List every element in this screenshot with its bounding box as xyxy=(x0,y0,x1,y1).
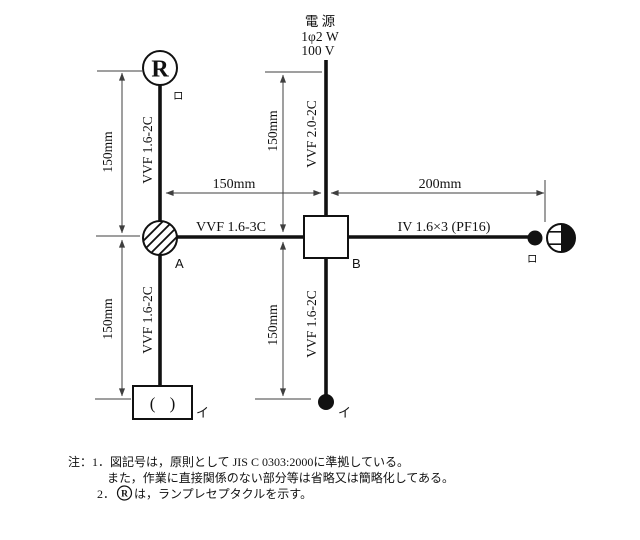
lamp-receptacle-circle xyxy=(142,50,178,86)
ceiling-light-rect xyxy=(132,385,193,420)
box-b-label: B xyxy=(352,256,361,271)
cable-label-b-to-switch: VVF 1.6-2C xyxy=(304,290,319,358)
dim-label-a-to-ceiling: 150mm xyxy=(100,298,115,340)
ceiling-light-icon: ( ) xyxy=(132,385,193,420)
outlet-box-b-icon xyxy=(303,215,349,259)
cable-label-b-to-outlet: IV 1.6×3 (PF16) xyxy=(398,220,491,235)
note-line3-suffix: は，ランプレセプタクルを示す。 xyxy=(134,487,312,501)
cable-label-source-to-b: VVF 2.0-2C xyxy=(304,100,319,168)
wall-outlet-fill xyxy=(561,224,575,252)
power-line2: 1φ2 W xyxy=(301,29,339,44)
note-line2: また，作業に直接関係のない部分等は省略又は簡略化してある。 xyxy=(107,470,454,485)
dim-label-b-to-outlet: 200mm xyxy=(419,177,462,192)
note-line3-symbol: R xyxy=(121,490,128,500)
lamp-receptacle-icon: R xyxy=(142,50,178,86)
cable-label-a-to-ceiling: VVF 1.6-2C xyxy=(140,286,155,354)
switch-ro-circuit-label: ロ xyxy=(527,253,538,265)
ceiling-light-circuit-label: イ xyxy=(196,405,209,420)
symbols: R ( ) xyxy=(132,50,576,420)
lamp-receptacle-letter: R xyxy=(151,57,169,83)
dim-label-a-to-b: 150mm xyxy=(213,177,256,192)
switch-i-circuit-label: イ xyxy=(338,405,351,420)
dim-label-source-to-b: 150mm xyxy=(265,110,280,152)
cable-label-a-to-b: VVF 1.6-3C xyxy=(196,220,266,235)
dim-label-r-to-a: 150mm xyxy=(100,131,115,173)
joint-box-a-circle xyxy=(142,220,178,256)
footnotes: 注：1．図記号は，原則として JIS C 0303:2000に準拠している。 ま… xyxy=(68,454,454,501)
power-source-label: 電 源 1φ2 W 100 V xyxy=(301,14,339,58)
circled-r-icon: R xyxy=(116,485,133,501)
cable-label-r-to-a: VVF 1.6-2C xyxy=(140,116,155,184)
switch-i-icon xyxy=(318,394,334,410)
box-a-label: A xyxy=(175,256,184,271)
switch-ro-icon xyxy=(527,230,543,246)
power-line1: 電 源 xyxy=(305,14,336,29)
note-line3-prefix: 2． xyxy=(97,487,115,501)
note-line1: 注：1．図記号は，原則として JIS C 0303:2000に準拠している。 xyxy=(68,454,409,469)
lamp-receptacle-circuit-label: ロ xyxy=(173,90,184,102)
wall-outlet-icon xyxy=(546,223,576,253)
dimension-lines xyxy=(95,70,546,400)
ceiling-light-glyph: ( ) xyxy=(150,394,181,413)
power-line3: 100 V xyxy=(301,43,334,58)
joint-box-a-icon xyxy=(142,220,178,256)
dim-label-b-to-switch: 150mm xyxy=(265,304,280,346)
labels: 電 源 1φ2 W 100 V 150mm VVF 1.6-2C 150mm V… xyxy=(100,14,538,420)
wires xyxy=(158,60,533,400)
